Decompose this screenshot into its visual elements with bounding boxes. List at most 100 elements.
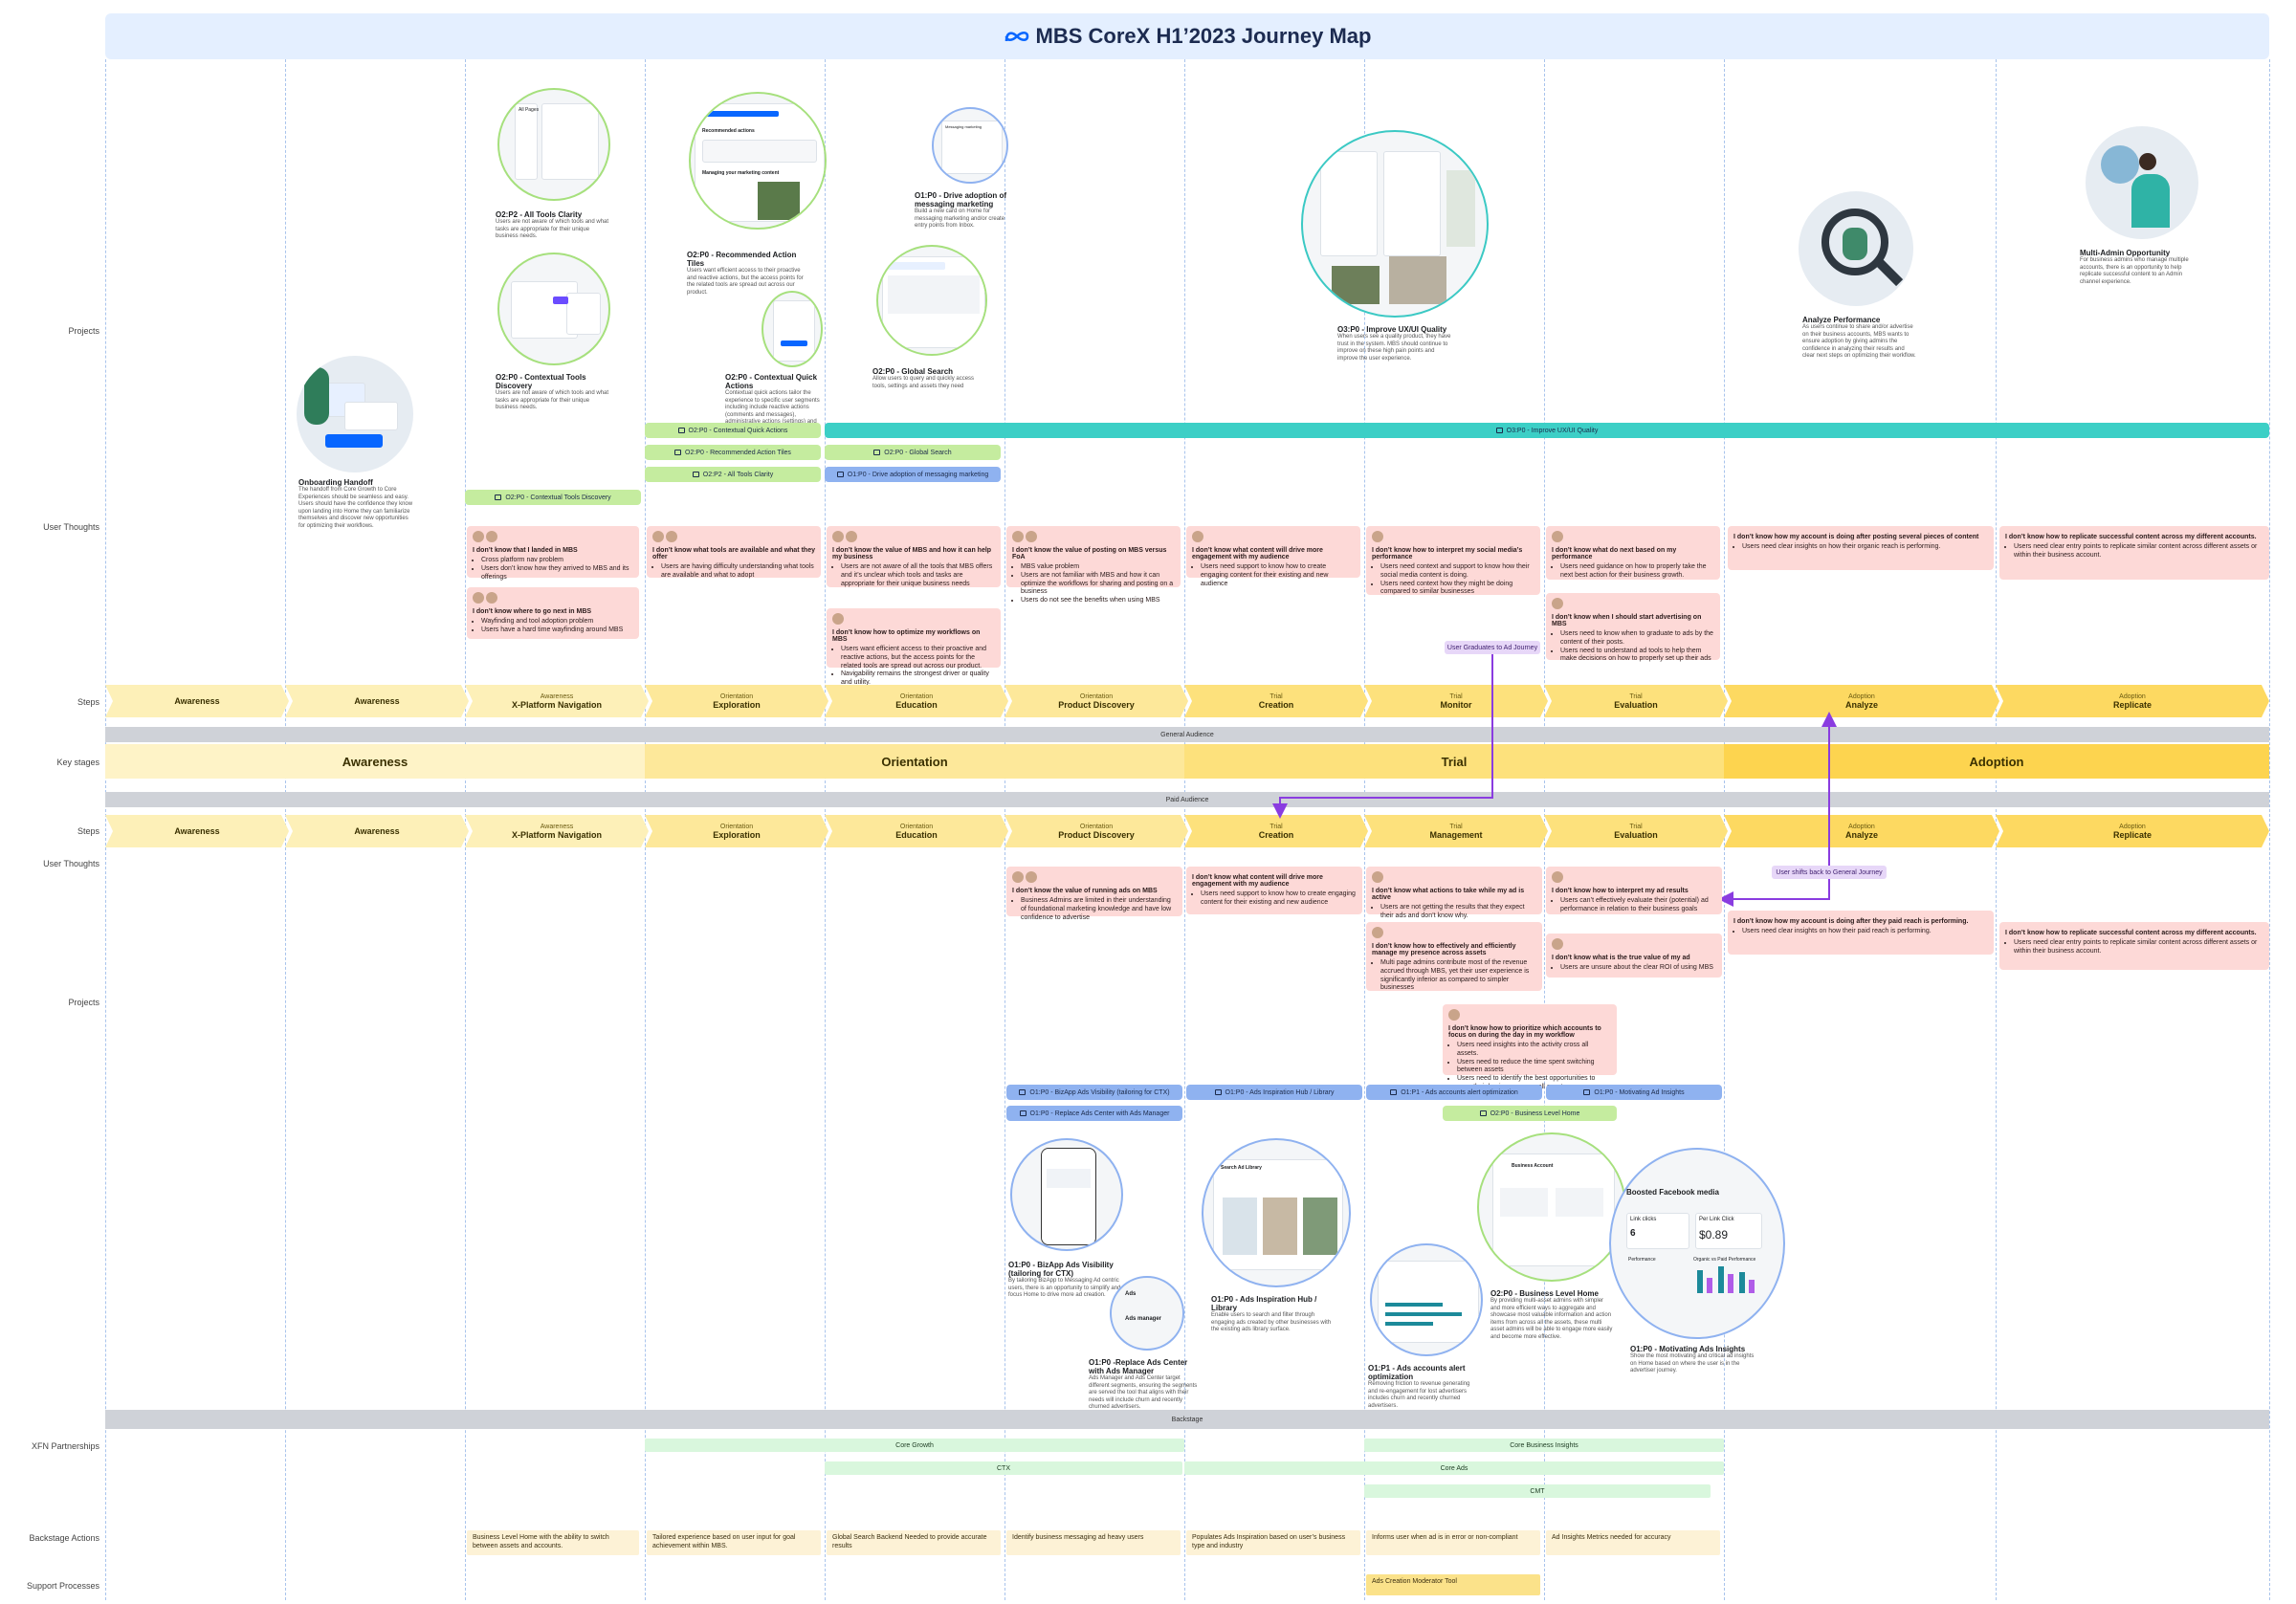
contextual-tools-project: O2:P0 - Contextual Tools Discovery Users…	[496, 373, 609, 410]
pill-quick-actions[interactable]: O2:P0 - Contextual Quick Actions	[645, 423, 821, 438]
stage-trial: Trial	[1184, 744, 1724, 779]
thought-card: I don’t know how to replicate successful…	[1999, 922, 2269, 970]
rec-tiles-project: O2:P0 - Recommended Action Tiles Users w…	[687, 251, 804, 296]
step-awareness: Awareness	[105, 815, 289, 847]
row-label-backstage-actions: Backstage Actions	[29, 1533, 99, 1543]
drive-messaging-project: O1:P0 - Drive adoption of messaging mark…	[915, 191, 1007, 229]
alert-thumbnail	[1370, 1243, 1483, 1356]
avatar	[473, 592, 484, 604]
thought-card: I don’t know how to interpret my ad resu…	[1546, 867, 1722, 914]
thought-card: I don’t know how my account is doing aft…	[1728, 911, 1994, 955]
desktop-icon	[1583, 1089, 1591, 1095]
xfn-core-growth: Core Growth	[645, 1439, 1184, 1452]
analyze-performance-project: Analyze Performance As users continue to…	[1802, 316, 1916, 359]
desktop-icon	[836, 472, 844, 477]
avatar	[1372, 531, 1383, 542]
all-tools-thumbnail: All Pages	[497, 88, 610, 201]
pill-global-search[interactable]: O2:P0 - Global Search	[825, 445, 1001, 460]
blh-project: O2:P0 - Business Level Home By providing…	[1490, 1289, 1613, 1340]
pill-replace-ads-center[interactable]: O1:P0 - Replace Ads Center with Ads Mana…	[1006, 1106, 1182, 1121]
thought-card: I don’t know how to replicate successful…	[1999, 526, 2269, 580]
desktop-icon	[495, 494, 502, 500]
inspiration-project: O1:P0 - Ads Inspiration Hub / Library En…	[1211, 1295, 1332, 1332]
pill-inspiration[interactable]: O1:P0 - Ads Inspiration Hub / Library	[1186, 1085, 1362, 1100]
stage-adoption: Adoption	[1724, 744, 2269, 779]
backstage-action: Informs user when ad is in error or non-…	[1366, 1530, 1540, 1555]
pill-drive-messaging[interactable]: O1:P0 - Drive adoption of messaging mark…	[825, 467, 1001, 482]
quick-actions-thumbnail	[762, 291, 823, 367]
journey-map-title: MBS CoreX H1’2023 Journey Map	[105, 13, 2269, 59]
pill-all-tools[interactable]: O2:P2 - All Tools Clarity	[645, 467, 821, 482]
avatar	[473, 531, 484, 542]
xfn-ctx: CTX	[825, 1461, 1182, 1475]
avatar	[832, 613, 844, 625]
backstage-action: Ad Insights Metrics needed for accuracy	[1546, 1530, 1720, 1555]
thought-card: I don’t know the value of posting on MBS…	[1006, 526, 1181, 604]
pill-business-level-home[interactable]: O2:P0 - Business Level Home	[1443, 1106, 1617, 1121]
meta-logo-icon	[1004, 31, 1028, 42]
thought-card: I don’t know how to optimize my workflow…	[827, 608, 1001, 686]
pill-uxui[interactable]: O3:P0 - Improve UX/UI Quality	[825, 423, 2269, 438]
arrow-to-general-journey	[1718, 872, 1830, 907]
blh-thumbnail: Business Account	[1477, 1132, 1626, 1282]
avatar	[1372, 871, 1383, 883]
pill-alert-optimization[interactable]: O1:P1 - Ads accounts alert optimization	[1366, 1085, 1542, 1100]
thought-card: I don’t know how my account is doing aft…	[1728, 526, 1994, 570]
pill-contextual-tools[interactable]: O2:P0 - Contextual Tools Discovery	[465, 490, 641, 505]
thought-card: I don’t know the value of running ads on…	[1006, 867, 1182, 921]
avatar	[486, 531, 497, 542]
thought-card: I don’t know how to effectively and effi…	[1366, 922, 1542, 991]
desktop-icon	[1390, 1089, 1398, 1095]
bizapp-thumbnail	[1010, 1138, 1123, 1251]
desktop-icon	[692, 472, 699, 477]
xfn-core-business-insights: Core Business Insights	[1364, 1439, 1724, 1452]
avatar	[1448, 1009, 1460, 1021]
desktop-icon	[1019, 1110, 1027, 1116]
desktop-icon	[1019, 1089, 1027, 1095]
desktop-icon	[1495, 428, 1503, 433]
pill-bizapp[interactable]: O1:P0 - BizApp Ads Visibility (tailoring…	[1006, 1085, 1182, 1100]
drive-messaging-thumbnail: Messaging marketing	[932, 107, 1008, 184]
thought-card: I don’t know what tools are available an…	[647, 526, 821, 579]
paid-audience-band: Paid Audience	[105, 792, 2269, 807]
thought-card: I don’t know what do next based on my pe…	[1546, 526, 1720, 580]
onboarding-thumbnail	[297, 356, 413, 472]
replace-ads-center-thumbnail: Ads Ads manager	[1110, 1276, 1184, 1351]
avatar	[1552, 871, 1563, 883]
pill-motivating-insights[interactable]: O1:P0 - Motivating Ad Insights	[1546, 1085, 1722, 1100]
all-tools-project: O2:P2 - All Tools Clarity Users are not …	[496, 210, 609, 239]
avatar	[832, 531, 844, 542]
avatar	[1012, 871, 1024, 883]
avatar	[486, 592, 497, 604]
xfn-cmt: CMT	[1364, 1484, 1711, 1498]
stage-awareness: Awareness	[105, 744, 645, 779]
alert-project: O1:P1 - Ads accounts alert optimization …	[1368, 1364, 1470, 1409]
avatar	[1552, 531, 1563, 542]
onboarding-project: Onboarding Handoff The handoff from Core…	[298, 478, 413, 529]
step-awareness: Awareness	[285, 815, 469, 847]
pill-rec-tiles[interactable]: O2:P0 - Recommended Action Tiles	[645, 445, 821, 460]
replace-ads-center-project: O1:P0 -Replace Ads Center with Ads Manag…	[1089, 1358, 1198, 1410]
backstage-band: Backstage	[105, 1410, 2269, 1429]
thought-card: I don’t know the value of MBS and how it…	[827, 526, 1001, 587]
insights-project: O1:P0 - Motivating Ads Insights Show the…	[1630, 1345, 1755, 1373]
avatar	[652, 531, 664, 542]
avatar	[666, 531, 677, 542]
uxui-project: O3:P0 - Improve UX/UI Quality When users…	[1337, 325, 1451, 362]
desktop-icon	[674, 450, 682, 455]
avatar	[1012, 531, 1024, 542]
step-awareness: Awareness	[285, 685, 469, 717]
